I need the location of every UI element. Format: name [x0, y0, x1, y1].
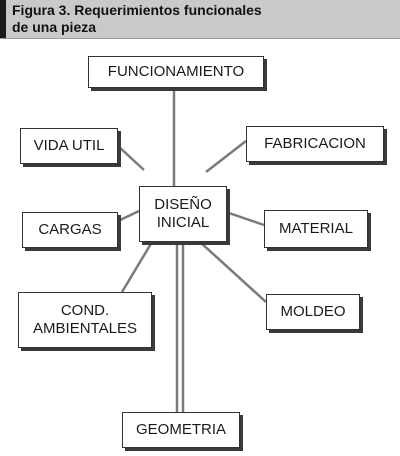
- link-fabricacion: [205, 140, 247, 173]
- node-geometria: GEOMETRIA: [122, 412, 240, 448]
- link-material: [225, 210, 265, 227]
- node-cargas: CARGAS: [22, 212, 118, 248]
- figure-title-line-1: Figura 3. Requerimientos funcionales: [12, 2, 262, 18]
- node-center-diseno-inicial: DISEÑO INICIAL: [139, 186, 227, 242]
- link-moldeo: [199, 241, 267, 303]
- node-vida-util: VIDA UTIL: [20, 128, 118, 164]
- caption-accent-bar: [0, 0, 6, 38]
- node-funcionamiento: FUNCIONAMIENTO: [88, 56, 264, 88]
- figure-title-line-2: de una pieza: [12, 19, 97, 35]
- node-moldeo: MOLDEO: [266, 294, 360, 330]
- figure-caption-bar: Figura 3. Requerimientos funcionales de …: [0, 0, 400, 39]
- link-cond-ambientales: [120, 241, 154, 293]
- link-cargas: [115, 209, 140, 224]
- node-fabricacion: FABRICACION: [246, 126, 384, 162]
- node-cond-ambientales: COND. AMBIENTALES: [18, 292, 152, 348]
- link-vida-util: [117, 145, 145, 171]
- node-material: MATERIAL: [264, 210, 368, 248]
